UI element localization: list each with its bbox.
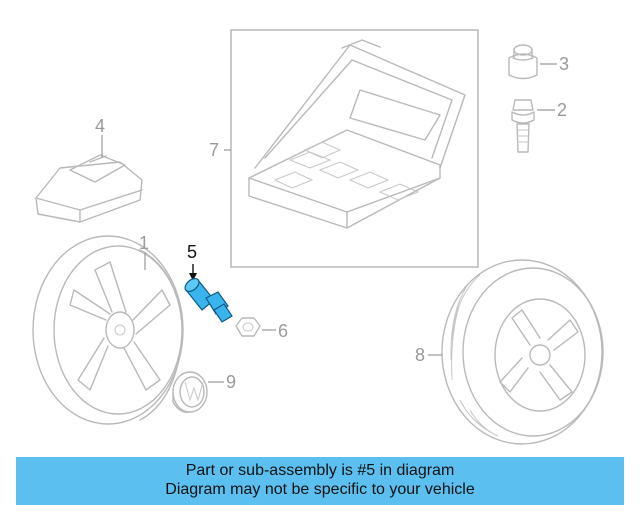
callout-5: 5	[187, 242, 198, 262]
part-3-valve-cap[interactable]	[508, 44, 557, 80]
info-banner: Part or sub-assembly is #5 in diagram Di…	[16, 457, 624, 505]
part-6-nut[interactable]	[235, 317, 276, 337]
banner-line-2: Diagram may not be specific to your vehi…	[165, 481, 475, 498]
callout-3: 3	[559, 54, 570, 74]
part-1-wheel[interactable]	[32, 235, 184, 425]
part-4-tpms-sensor[interactable]	[35, 135, 143, 223]
callout-8: 8	[415, 345, 426, 365]
part-5-valve-highlighted[interactable]	[183, 264, 233, 323]
part-8-tire[interactable]	[428, 259, 604, 445]
part-9-center-cap[interactable]	[172, 371, 224, 413]
banner-line-1: Part or sub-assembly is #5 in diagram	[185, 462, 455, 479]
callout-6: 6	[278, 321, 289, 341]
part-2-valve-stem[interactable]	[511, 99, 555, 153]
callout-1: 1	[139, 233, 150, 253]
part-7-tool-kit[interactable]	[224, 29, 479, 268]
callout-7: 7	[209, 140, 220, 160]
callout-2: 2	[557, 100, 568, 120]
callout-4: 4	[95, 116, 106, 136]
callout-9: 9	[226, 372, 237, 392]
